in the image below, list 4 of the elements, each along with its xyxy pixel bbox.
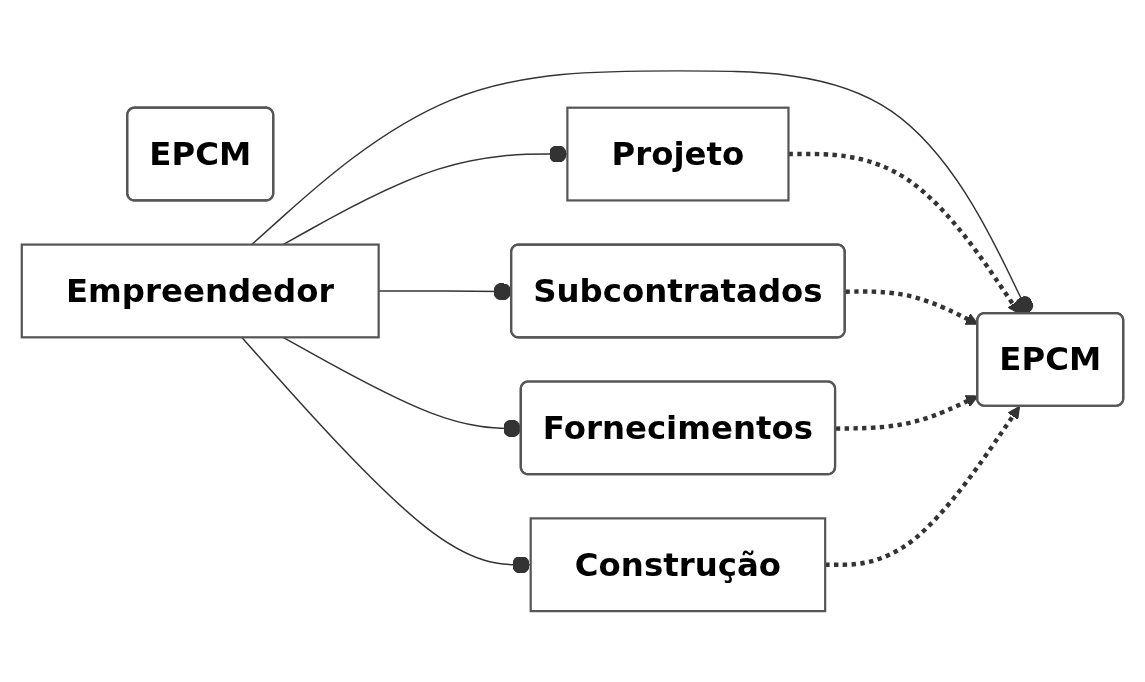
- arrow: [825, 405, 1021, 567]
- node-box: Empreendedor: [20, 243, 380, 339]
- node-box: Construção: [529, 517, 827, 613]
- node-box: Projeto: [566, 106, 790, 202]
